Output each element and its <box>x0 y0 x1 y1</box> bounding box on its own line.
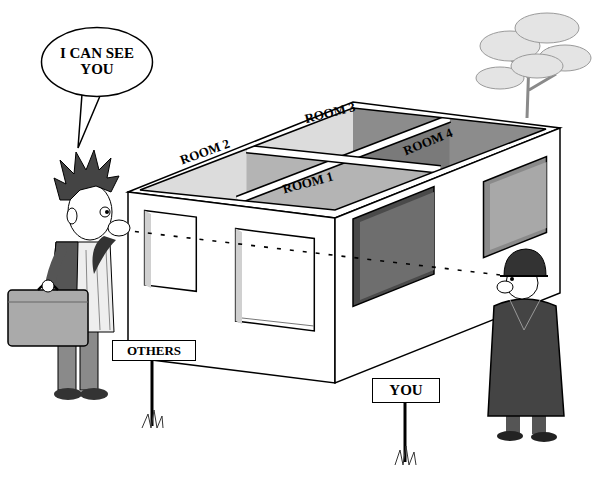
tree <box>476 13 591 118</box>
sign-board: YOU <box>372 378 440 403</box>
window <box>484 157 547 258</box>
man-shoe <box>80 388 108 400</box>
man-eye <box>100 207 110 217</box>
speech-text: I CAN SEE YOU <box>58 46 136 78</box>
man-hair <box>54 150 119 200</box>
man-arm <box>50 250 62 286</box>
window <box>236 229 315 331</box>
person-figure <box>488 249 564 442</box>
person-nose <box>497 281 513 293</box>
man-hand <box>42 280 54 292</box>
grass <box>142 410 163 428</box>
sign-board: OTHERS <box>112 340 196 361</box>
person-hat <box>504 249 546 276</box>
person-eye <box>510 277 514 281</box>
man-pupil <box>105 210 109 214</box>
window-reveal <box>236 229 242 324</box>
window-sill <box>242 318 314 326</box>
man-ear <box>67 208 77 224</box>
window-interior <box>490 162 547 250</box>
sign-text: YOU <box>389 383 422 399</box>
tree-foliage <box>511 54 563 78</box>
man-nose <box>108 220 130 236</box>
man-shoe <box>54 388 82 400</box>
man-mustache <box>92 236 116 274</box>
person-coat <box>488 299 564 416</box>
window <box>145 211 197 292</box>
suitcase <box>8 290 88 346</box>
window-interior <box>360 192 434 300</box>
hat-brim <box>500 275 548 277</box>
speech-bubble: I CAN SEE YOU <box>40 26 154 98</box>
person-collar <box>510 300 540 330</box>
line-of-sight <box>122 230 500 275</box>
window-reveal <box>145 211 151 288</box>
tree-foliage <box>515 13 579 43</box>
person-shoe <box>497 431 523 441</box>
bubble-shape <box>42 28 153 97</box>
sign-text: OTHERS <box>127 344 181 358</box>
man-figure <box>8 150 130 400</box>
grass <box>395 446 416 465</box>
person-shoe <box>531 432 557 442</box>
window <box>353 187 434 307</box>
suitcase-band <box>8 302 88 303</box>
speech-tail <box>78 94 100 148</box>
